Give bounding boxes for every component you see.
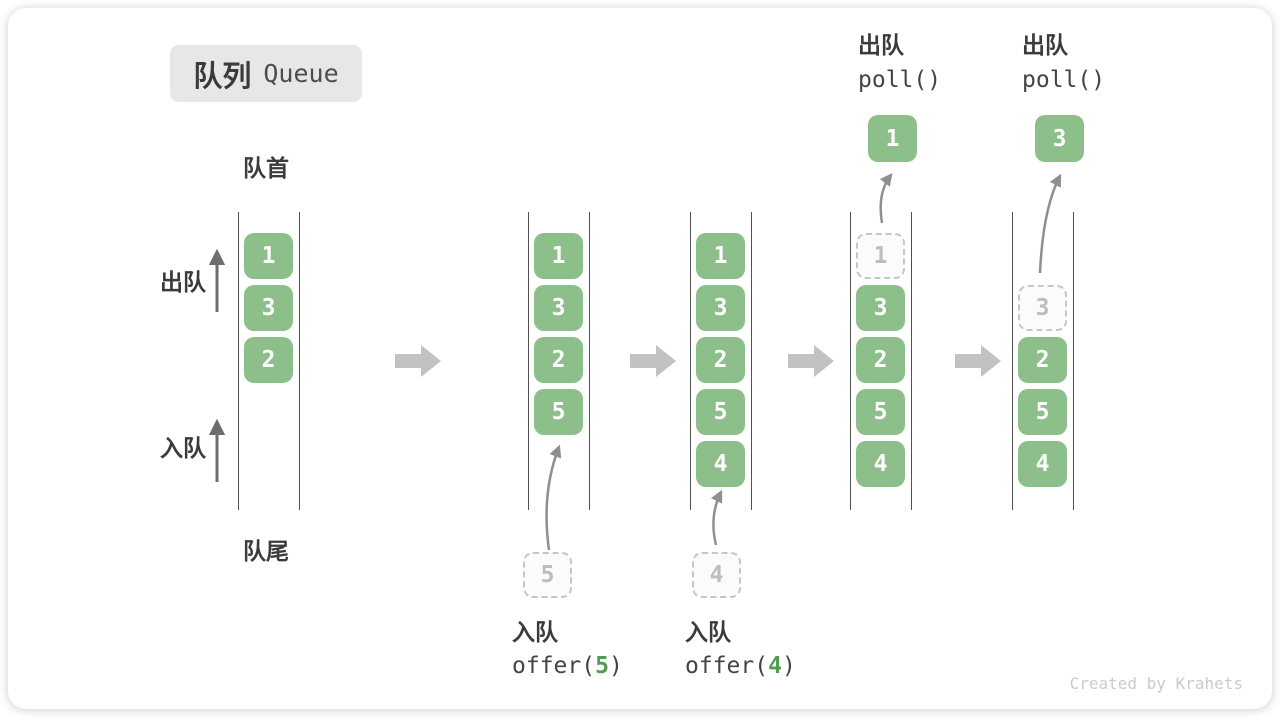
dequeue-curve-arrow-icon	[879, 173, 893, 224]
dequeue-curve-arrow-icon	[1038, 173, 1062, 274]
op-poll-1-label: 出队	[858, 32, 904, 58]
popped-dequeue-item: 3	[1035, 115, 1084, 162]
queue-item: 4	[856, 441, 905, 487]
op-enqueue-5-label: 入队	[512, 619, 558, 645]
pending-enqueue-item: 5	[523, 552, 572, 598]
title-badge: 队列 Queue	[170, 45, 362, 102]
flow-arrow-icon	[788, 345, 834, 377]
label-queue-tail: 队尾	[243, 538, 289, 564]
dequeue-up-arrow-icon	[208, 248, 226, 312]
queue-item: 5	[1018, 389, 1067, 435]
watermark: Created by Krahets	[1069, 674, 1243, 693]
queue-item: 3	[696, 285, 745, 331]
enqueue-up-arrow-icon	[208, 418, 226, 482]
queue-item: 2	[856, 337, 905, 383]
code-text: )	[608, 653, 623, 679]
queue-item: 4	[1018, 441, 1067, 487]
queue-item: 4	[696, 441, 745, 487]
queue-column-5: 3 2 5 4	[1012, 212, 1074, 510]
queue-column-2: 1 3 2 5	[528, 212, 590, 510]
title-en: Queue	[263, 59, 339, 88]
queue-item: 1	[534, 233, 583, 279]
op-enqueue-4-code: offer(4)	[685, 655, 796, 678]
queue-item: 2	[696, 337, 745, 383]
queue-item: 1	[696, 233, 745, 279]
pending-enqueue-item: 4	[692, 552, 741, 598]
code-text: )	[781, 653, 796, 679]
queue-item: 2	[244, 337, 293, 383]
op-poll-1-code: poll()	[858, 67, 942, 93]
queue-item: 2	[1018, 337, 1067, 383]
queue-column-1: 1 3 2	[238, 212, 300, 510]
queue-item: 3	[856, 285, 905, 331]
label-enqueue-left: 入队	[160, 435, 206, 461]
queue-item: 3	[534, 285, 583, 331]
enqueue-curve-arrow-icon	[710, 489, 723, 546]
enqueue-curve-arrow-icon	[545, 444, 562, 551]
code-arg: 4	[768, 653, 782, 679]
title-zh: 队列	[193, 60, 252, 93]
flow-arrow-icon	[395, 345, 441, 377]
queue-item: 5	[856, 389, 905, 435]
flow-arrow-icon	[955, 345, 1001, 377]
label-queue-head: 队首	[243, 155, 289, 181]
code-arg: 5	[595, 653, 609, 679]
queue-item: 5	[534, 389, 583, 435]
label-dequeue-left: 出队	[160, 269, 206, 295]
popped-dequeue-item: 1	[868, 115, 917, 162]
queue-item-dashed: 3	[1018, 285, 1067, 331]
op-enqueue-5-code: offer(5)	[512, 655, 623, 678]
code-text: offer(	[685, 653, 769, 679]
queue-column-3: 1 3 2 5 4	[690, 212, 752, 510]
queue-item: 2	[534, 337, 583, 383]
op-poll-2-code: poll()	[1022, 67, 1106, 93]
queue-item: 3	[244, 285, 293, 331]
op-poll-2-label: 出队	[1022, 32, 1068, 58]
queue-item: 5	[696, 389, 745, 435]
queue-column-4: 1 3 2 5 4	[850, 212, 912, 510]
op-enqueue-4-label: 入队	[685, 619, 731, 645]
code-text: offer(	[512, 653, 596, 679]
queue-item: 1	[244, 233, 293, 279]
diagram-card: 队列 Queue 队首 队尾 出队 入队 1 3 2 1 3 2 5 5 1 3 2 5 4 4 1 3 2 5 4…	[8, 8, 1272, 709]
flow-arrow-icon	[630, 345, 676, 377]
queue-item-dashed: 1	[856, 233, 905, 279]
